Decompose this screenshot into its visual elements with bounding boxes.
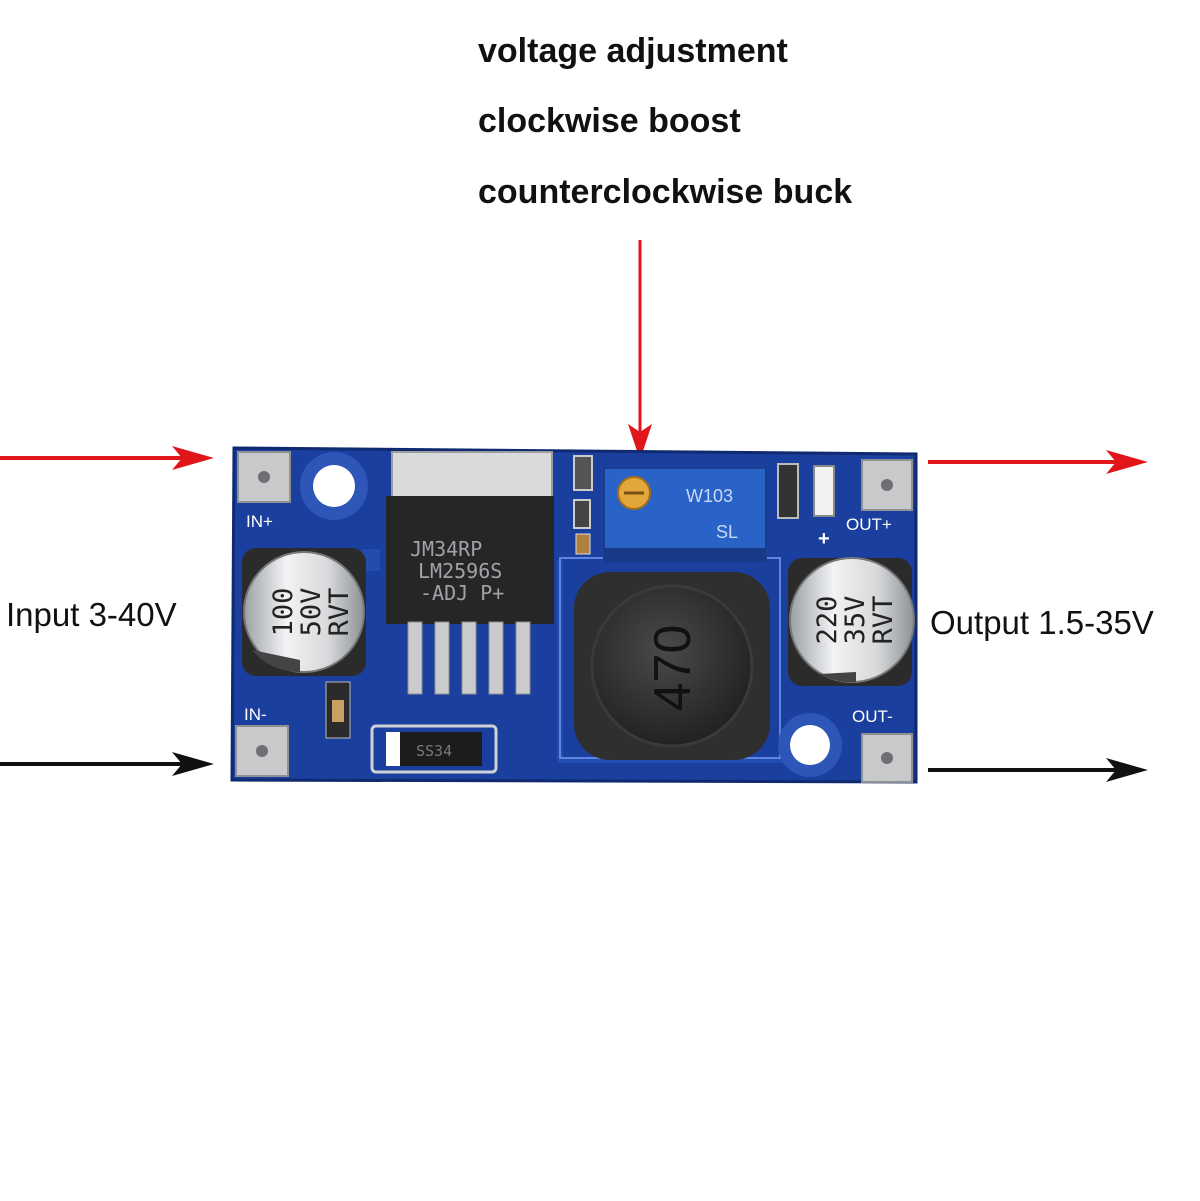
ic-marking-1: JM34RP [410,537,482,561]
input-negative-arrow [0,752,214,776]
smd-components [325,455,835,739]
output-negative-arrow [928,758,1148,782]
lm2596-regulator-chip: JM34RP LM2596S -ADJ P+ [386,451,554,695]
silk-out-plus: OUT+ [846,515,892,534]
schottky-diode: SS34 [370,724,498,774]
pad-in-minus [235,725,289,777]
silk-in-minus: IN- [244,705,267,724]
output-positive-arrow [928,450,1148,474]
output-voltage-label: Output 1.5-35V [930,604,1154,641]
silk-out-minus: OUT- [852,707,893,726]
annotation-clockwise-boost: clockwise boost [478,102,741,140]
input-positive-arrow [0,446,214,470]
cap-out-brand: RVT [868,596,899,645]
cap-out-value: 220 [812,596,843,645]
trimmer-potentiometer: W103 SL [603,467,767,562]
cap-in-voltage: 50V [296,588,327,637]
ic-marking-3: -ADJ P+ [420,581,504,605]
pot-marking-1: W103 [686,486,733,506]
mounting-hole-bottom-right [778,713,842,777]
diode-marking: SS34 [416,742,452,760]
silk-in-plus: IN+ [246,512,273,531]
vertical-red-arrow [628,240,652,460]
cap-in-value: 100 [268,588,299,637]
pad-in-plus [237,451,291,503]
pot-marking-2: SL [716,522,738,542]
pad-out-plus [861,459,913,511]
power-inductor: 470 [574,572,770,760]
input-capacitor: 100 50V RVT [242,548,366,676]
pad-out-minus [861,733,913,783]
cap-out-voltage: 35V [840,596,871,645]
mounting-hole-top-left [300,452,368,520]
annotation-counterclockwise-buck: counterclockwise buck [478,173,853,211]
output-capacitor: 220 35V RVT [788,557,915,686]
annotation-voltage-adjustment: voltage adjustment [478,32,788,70]
inductor-marking: 470 [644,625,702,712]
ic-marking-2: LM2596S [418,559,502,583]
cap-in-brand: RVT [324,588,355,637]
input-voltage-label: Input 3-40V [6,596,177,633]
silk-plus-mark: + [818,528,830,550]
